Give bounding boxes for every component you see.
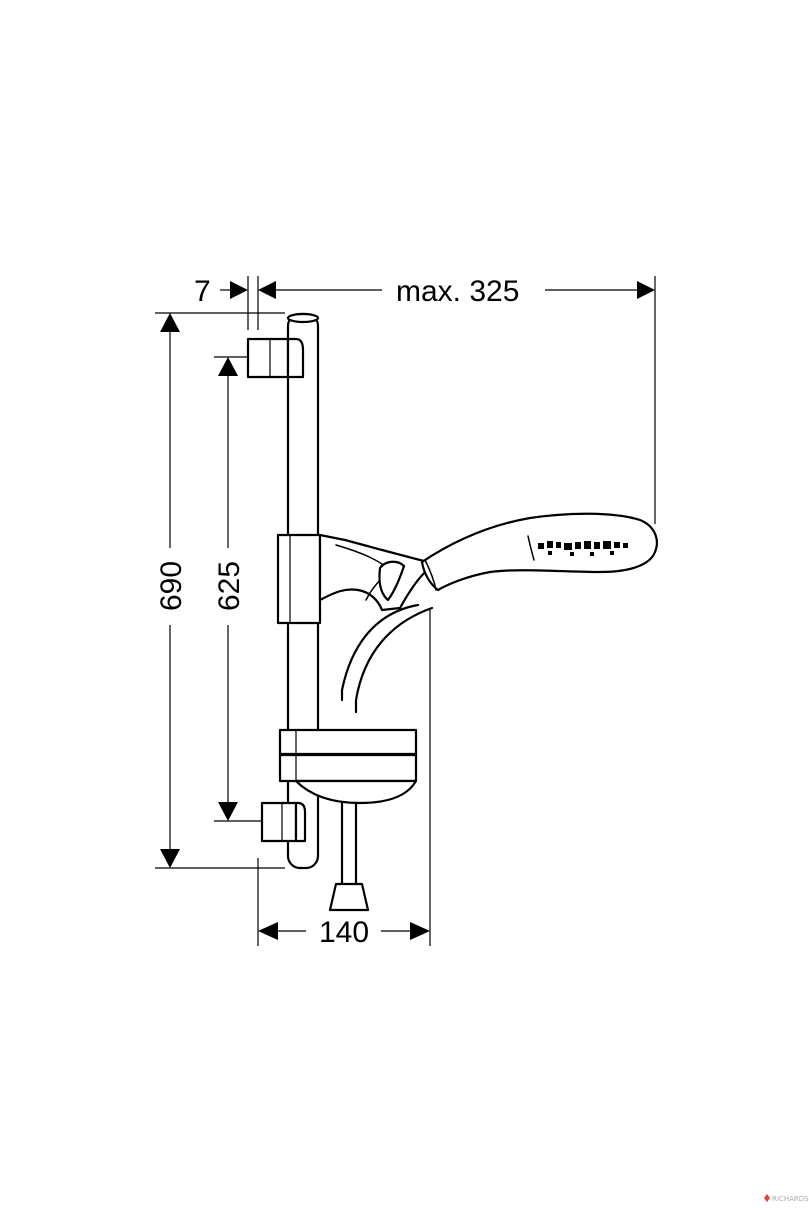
soap-dish: [278, 728, 418, 805]
dim-bracket-spacing-label: 625: [213, 561, 246, 611]
dim-total-height-label: 690: [155, 561, 188, 611]
shower-holder-slider: [276, 533, 432, 625]
dim-max-reach-label: max. 325: [396, 275, 519, 308]
bottom-wall-bracket: [260, 801, 307, 843]
watermark-text: RICHARDSON: [772, 1195, 809, 1203]
dim-offset-label: 7: [194, 275, 211, 308]
shower-rail-assembly: [246, 312, 658, 912]
watermark-logo: RICHARDSON: [764, 1194, 809, 1203]
top-wall-bracket: [246, 337, 305, 379]
dim-width-label: 140: [319, 916, 369, 949]
dimension-lines: [155, 276, 656, 946]
spray-face: [538, 541, 628, 556]
dimension-labels: 7 max. 325 690 625 140: [155, 275, 519, 949]
hand-shower: [420, 512, 658, 592]
hose-connector: [328, 882, 370, 912]
